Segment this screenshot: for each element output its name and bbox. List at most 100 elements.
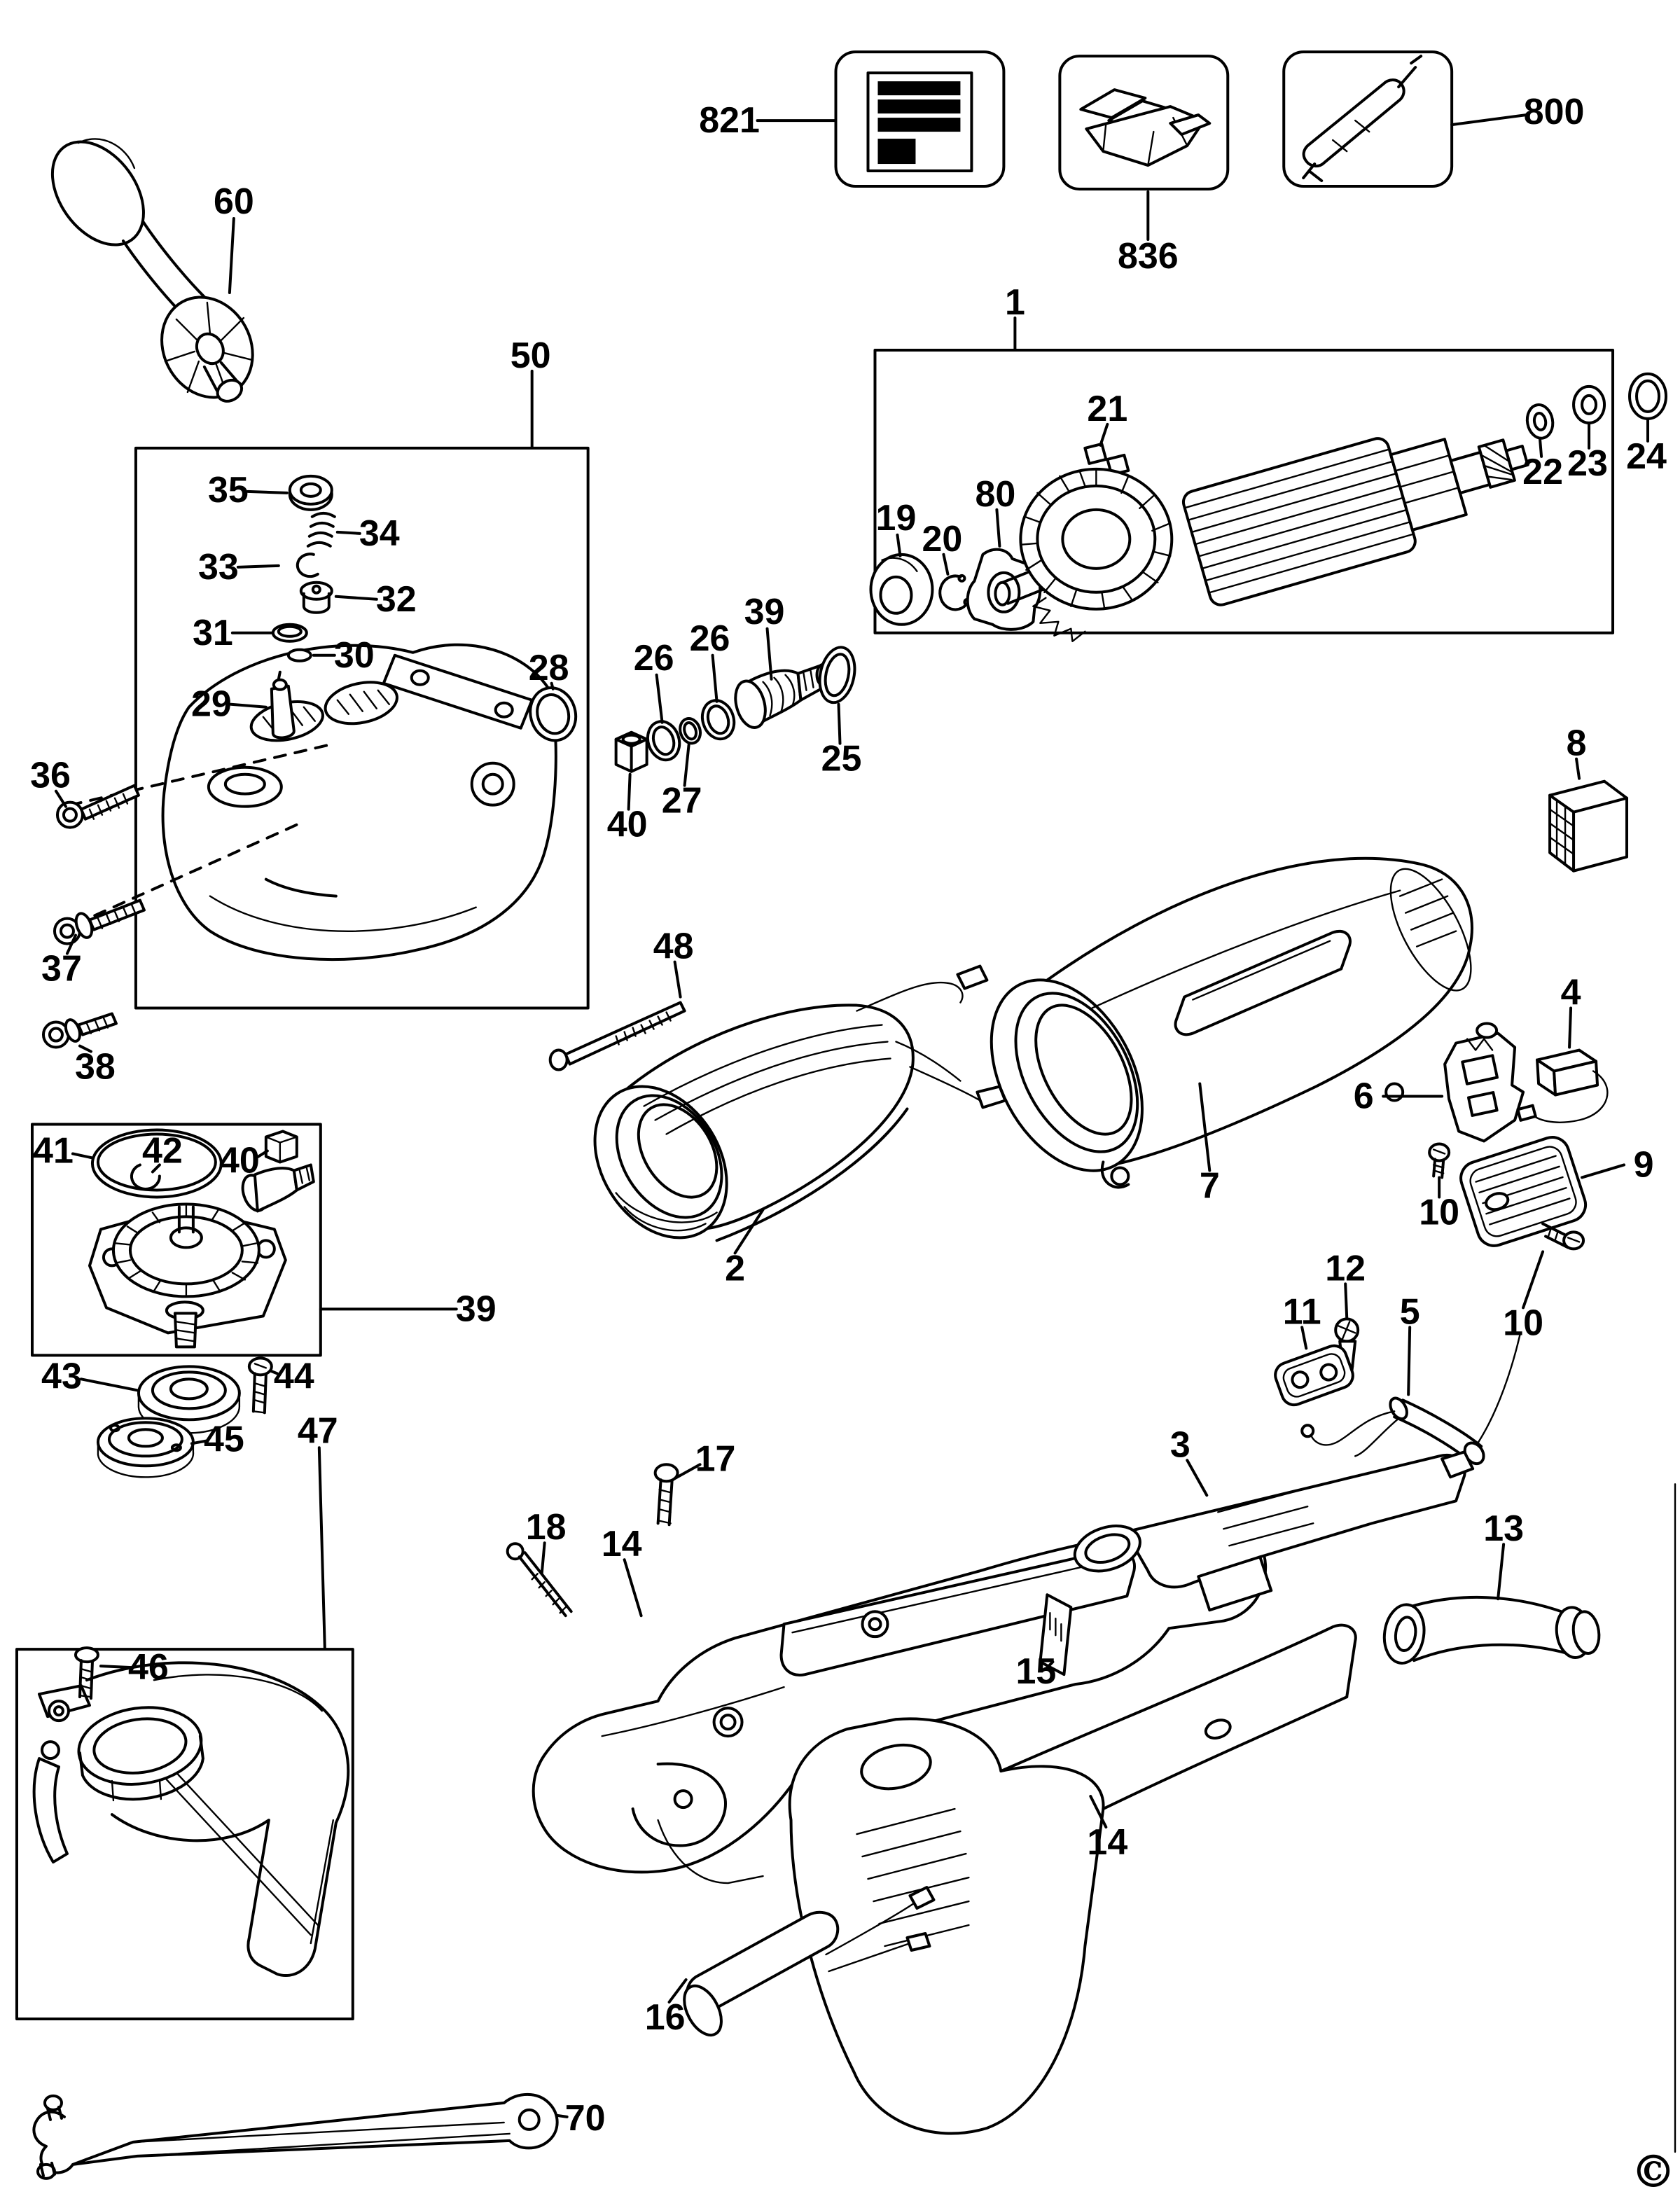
callout-label-5: 5 (1400, 1291, 1420, 1332)
callout-leader-41 (71, 1152, 94, 1160)
callout-leader-46 (99, 1665, 133, 1669)
callout-label-50: 50 (511, 335, 551, 376)
callout-leader-20 (942, 553, 950, 576)
callouts-layer: 8218368001605035343332313029283637384026… (30, 92, 1667, 2139)
gearcase-screws-drawing (41, 784, 146, 1049)
callout-leader-33 (236, 564, 280, 569)
callout-label-4: 4 (1561, 973, 1581, 1013)
callout-leader-10 (1522, 1250, 1545, 1310)
callout-leader-34 (335, 530, 361, 535)
callout-leader-36 (54, 789, 67, 808)
callout-label-42: 42 (142, 1130, 183, 1171)
callout-label-48: 48 (653, 926, 694, 967)
callout-leader-40 (254, 1149, 269, 1160)
callout-label-26: 26 (690, 618, 730, 659)
callout-label-32: 32 (376, 579, 417, 620)
callout-label-14: 14 (602, 1524, 642, 1564)
callout-label-20: 20 (922, 519, 963, 560)
callout-leader-15 (1046, 1660, 1055, 1669)
callout-leader-19 (896, 533, 902, 557)
handle-housing-top-drawing (532, 1527, 1268, 1884)
pin-wrench-drawing (32, 2093, 559, 2180)
callout-label-26: 26 (634, 638, 674, 679)
field-coil-drawing (593, 964, 1007, 1242)
clamp-kit-836-drawing (1079, 88, 1212, 167)
callout-label-30: 30 (334, 635, 375, 676)
switch-assembly-drawing (1073, 1450, 1475, 1612)
callout-leader-27 (683, 743, 690, 787)
callout-leader-14 (623, 1558, 643, 1618)
callout-label-25: 25 (821, 739, 862, 779)
callout-label-45: 45 (204, 1419, 244, 1459)
callout-label-41: 41 (33, 1130, 74, 1171)
assembly-box-50 (134, 446, 590, 1010)
cord-clamp-plate-drawing (1274, 1344, 1354, 1407)
callout-label-800: 800 (1524, 92, 1585, 132)
callout-label-34: 34 (359, 513, 400, 554)
name-plate-drawing (1039, 1593, 1073, 1676)
armature-assembly-drawing (869, 372, 1668, 642)
brush-cover-screw-left-drawing (1428, 1142, 1451, 1179)
handle-screw-18-drawing (506, 1542, 573, 1618)
callout-label-821: 821 (699, 100, 760, 141)
spindle-nut-and-rings-drawing (614, 646, 856, 773)
callout-label-16: 16 (645, 1997, 686, 2038)
callout-leader-47 (317, 1446, 326, 1650)
callout-label-19: 19 (876, 498, 917, 539)
power-cord-drawing (1300, 1332, 1522, 1466)
callout-leader-39 (765, 627, 773, 681)
assembly-box-1 (873, 348, 1615, 634)
callout-label-7: 7 (1200, 1165, 1220, 1206)
callout-leader-4 (1568, 1006, 1573, 1049)
handle-screw-17-drawing (653, 1463, 679, 1527)
group-boxes-layer (15, 50, 1615, 2020)
callout-leader-32 (334, 595, 378, 601)
callout-leader-80 (995, 508, 1001, 548)
callout-label-13: 13 (1483, 1508, 1524, 1549)
callout-label-2: 2 (725, 1248, 745, 1289)
callout-leader-48 (673, 960, 682, 999)
callout-leader-26 (655, 673, 664, 724)
copyright-symbol: © (1631, 2146, 1676, 2198)
callout-label-47: 47 (298, 1410, 338, 1451)
assembly-box-47 (15, 1648, 354, 2020)
callout-label-60: 60 (214, 181, 254, 222)
callout-leader-3 (1186, 1459, 1209, 1497)
grease-tube-800-drawing (1302, 55, 1423, 183)
callout-label-31: 31 (193, 613, 233, 653)
callout-leader-25 (837, 702, 842, 745)
callout-leader-21 (1099, 422, 1109, 447)
callout-label-23: 23 (1567, 443, 1608, 484)
callout-label-22: 22 (1522, 452, 1563, 492)
callout-leader-2 (733, 1208, 765, 1255)
callout-leader-26 (711, 653, 718, 703)
callout-leader-7 (1198, 1082, 1212, 1172)
callout-label-836: 836 (1118, 236, 1179, 277)
callout-leader-35 (246, 489, 289, 494)
kit-box-836 (1058, 55, 1230, 191)
callout-label-33: 33 (198, 547, 239, 588)
gearbox-subassembly-drawing (88, 1128, 315, 1349)
wheel-guard-drawing (32, 1646, 350, 1977)
callout-label-40: 40 (607, 805, 648, 845)
callout-leader-5 (1407, 1326, 1412, 1396)
callout-label-17: 17 (695, 1438, 736, 1479)
callout-label-70: 70 (565, 2098, 606, 2139)
callout-label-29: 29 (191, 684, 232, 725)
callout-leader-29 (229, 702, 268, 709)
callout-label-39: 39 (456, 1289, 497, 1329)
callout-leader-22 (1539, 438, 1543, 458)
callout-label-11: 11 (1283, 1291, 1321, 1332)
callout-label-8: 8 (1567, 723, 1587, 764)
callout-leader-18 (540, 1541, 546, 1576)
callout-label-1: 1 (1005, 282, 1025, 323)
callout-leader-9 (1581, 1163, 1626, 1179)
callout-label-36: 36 (30, 756, 71, 796)
callout-label-21: 21 (1087, 389, 1127, 429)
callout-label-35: 35 (208, 470, 249, 511)
callout-leader-40 (627, 772, 632, 811)
callout-label-37: 37 (41, 949, 82, 990)
callout-label-24: 24 (1626, 436, 1667, 477)
